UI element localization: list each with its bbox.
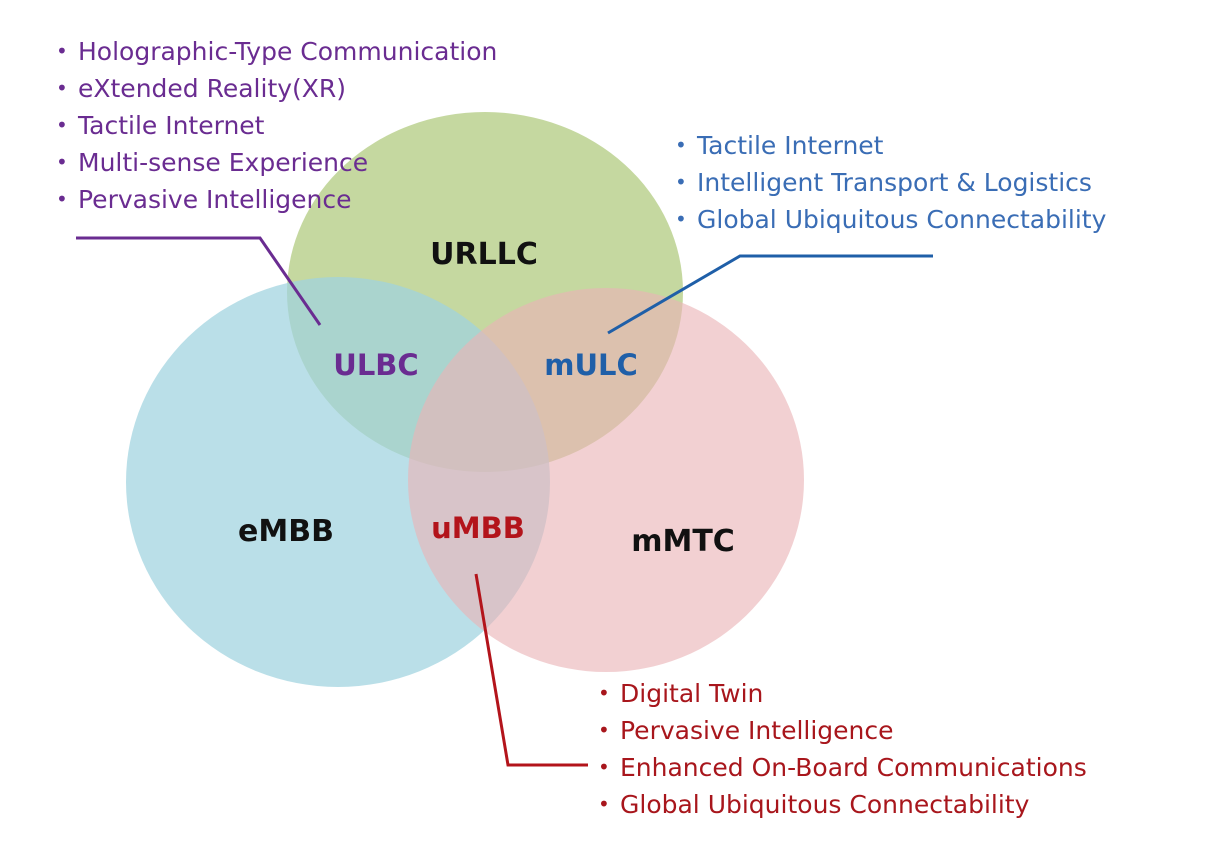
bullet-icon: • (56, 76, 68, 100)
list-item: • Multi-sense Experience (56, 144, 497, 181)
umbb-connector-line (474, 573, 588, 767)
list-item: • Tactile Internet (56, 107, 497, 144)
mmtc-label: mMTC (631, 524, 735, 559)
list-item-text: Multi-sense Experience (78, 148, 369, 177)
bullet-icon: • (675, 170, 687, 194)
list-item: • Holographic-Type Communication (56, 33, 497, 70)
bullet-icon: • (675, 133, 687, 157)
list-item: • Pervasive Intelligence (56, 181, 497, 218)
list-item-text: Holographic-Type Communication (78, 37, 498, 66)
list-item: • eXtended Reality(XR) (56, 70, 497, 107)
embb-label: eMBB (238, 514, 334, 549)
bullet-icon: • (598, 681, 610, 705)
mmtc-circle (408, 288, 804, 672)
list-item: • Global Ubiquitous Connectability (675, 201, 1106, 238)
umbb-feature-list: • Digital Twin • Pervasive Intelligence • E… (598, 675, 1087, 823)
ulbc-feature-list: • Holographic-Type Communication • eXtende… (56, 33, 497, 218)
list-item: • Enhanced On-Board Communications (598, 749, 1087, 786)
bullet-icon: • (598, 755, 610, 779)
ulbc-connector-line (76, 236, 322, 326)
list-item-text: Enhanced On-Board Communications (620, 753, 1087, 782)
list-item: • Pervasive Intelligence (598, 712, 1087, 749)
mulc-label: mULC (544, 348, 638, 382)
bullet-icon: • (675, 207, 687, 231)
list-item-text: Tactile Internet (697, 131, 884, 160)
list-item-text: Pervasive Intelligence (78, 185, 352, 214)
mulc-feature-list: • Tactile Internet • Intelligent Transport… (675, 127, 1106, 238)
list-item: • Intelligent Transport & Logistics (675, 164, 1106, 201)
bullet-icon: • (56, 187, 68, 211)
umbb-label: uMBB (431, 511, 525, 545)
list-item-text: Global Ubiquitous Connectability (697, 205, 1107, 234)
urllc-label: URLLC (430, 237, 538, 272)
bullet-icon: • (56, 150, 68, 174)
ulbc-label: ULBC (333, 348, 418, 382)
list-item-text: Intelligent Transport & Logistics (697, 168, 1092, 197)
list-item-text: eXtended Reality(XR) (78, 74, 347, 103)
list-item-text: Tactile Internet (78, 111, 265, 140)
list-item: • Digital Twin (598, 675, 1087, 712)
list-item-text: Global Ubiquitous Connectability (620, 790, 1030, 819)
bullet-icon: • (56, 113, 68, 137)
bullet-icon: • (598, 718, 610, 742)
bullet-icon: • (598, 792, 610, 816)
list-item: • Tactile Internet (675, 127, 1106, 164)
list-item: • Global Ubiquitous Connectability (598, 786, 1087, 823)
mulc-connector-line (607, 254, 933, 335)
list-item-text: Pervasive Intelligence (620, 716, 894, 745)
list-item-text: Digital Twin (620, 679, 764, 708)
bullet-icon: • (56, 39, 68, 63)
